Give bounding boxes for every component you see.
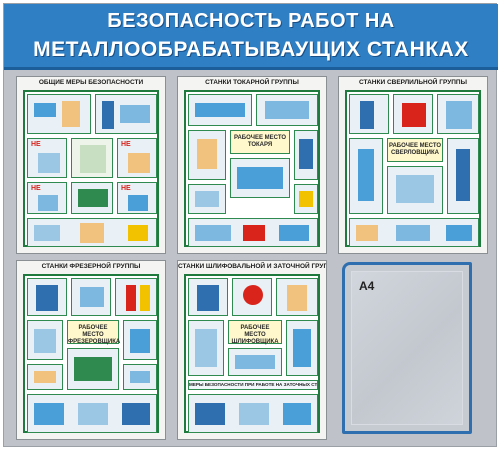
illustration-panel	[188, 94, 252, 126]
illustration-panel: НЕ	[27, 182, 67, 214]
illustration-panel	[387, 166, 443, 214]
illustration-panel	[188, 184, 226, 214]
poster-frame: РАБОЧЕЕ МЕСТО СВЕРЛОВЩИКА	[345, 90, 481, 247]
illustration-panel	[294, 130, 318, 180]
poster-frame: РАБОЧЕЕ МЕСТО ШЛИФОВЩИКА МЕРЫ БЕЗОПАСНОС…	[184, 274, 320, 433]
warning-ne-label: НЕ	[31, 141, 41, 148]
poster-label: СТАНКИ ШЛИФОВАЛЬНОЙ И ЗАТОЧНОЙ ГРУПП	[178, 263, 326, 270]
illustration-panel	[27, 218, 157, 247]
illustration-panel	[232, 278, 272, 316]
poster-label: ОБЩИЕ МЕРЫ БЕЗОПАСНОСТИ	[38, 79, 144, 86]
header-banner: БЕЗОПАСНОСТЬ РАБОТ НА МЕТАЛЛООБРАБАТЫВАУ…	[4, 4, 498, 70]
illustration-panel	[294, 184, 318, 214]
warning-ne-label: НЕ	[31, 185, 41, 192]
illustration-panel	[393, 94, 433, 134]
poster-drilling-machines: СТАНКИ СВЕРЛИЛЬНОЙ ГРУППЫ РАБОЧЕЕ МЕСТО …	[338, 76, 488, 254]
illustration-panel	[27, 364, 63, 390]
illustration-panel	[256, 94, 318, 126]
illustration-panel	[67, 348, 119, 390]
a4-document-pocket[interactable]: А4	[342, 262, 472, 434]
illustration-panel	[447, 138, 479, 214]
poster-frame: РАБОЧЕЕ МЕСТО ФРЕЗЕРОВЩИКА	[23, 274, 159, 433]
poster-milling-machines: СТАНКИ ФРЕЗЕРНОЙ ГРУППЫ РАБОЧЕЕ МЕСТО ФР…	[16, 260, 166, 440]
illustration-panel	[27, 320, 63, 360]
poster-frame: НЕ НЕ НЕ НЕ	[23, 90, 159, 247]
illustration-panel	[228, 348, 282, 376]
illustration-panel	[188, 278, 228, 316]
poster-label: СТАНКИ СВЕРЛИЛЬНОЙ ГРУППЫ	[359, 79, 467, 86]
illustration-panel	[71, 138, 113, 178]
pocket-inner	[351, 271, 463, 425]
warning-ne-label: НЕ	[121, 185, 131, 192]
poster-general-safety: ОБЩИЕ МЕРЫ БЕЗОПАСНОСТИ НЕ НЕ Н	[16, 76, 166, 254]
poster-turning-machines: СТАНКИ ТОКАРНОЙ ГРУППЫ РАБОЧЕЕ МЕСТО ТОК…	[177, 76, 327, 254]
illustration-panel	[349, 218, 479, 247]
illustration-panel: НЕ	[27, 138, 67, 178]
stand-board: БЕЗОПАСНОСТЬ РАБОТ НА МЕТАЛЛООБРАБАТЫВАУ…	[3, 3, 498, 447]
workplace-caption: РАБОЧЕЕ МЕСТО ФРЕЗЕРОВЩИКА	[67, 320, 120, 345]
illustration-panel	[286, 320, 318, 376]
page-title-line1: БЕЗОПАСНОСТЬ РАБОТ НА	[107, 10, 395, 32]
illustration-panel	[27, 278, 67, 316]
illustration-panel	[123, 320, 157, 360]
poster-label: СТАНКИ ФРЕЗЕРНОЙ ГРУППЫ	[41, 263, 141, 270]
illustration-panel	[188, 218, 318, 247]
workplace-caption: РАБОЧЕЕ МЕСТО СВЕРЛОВЩИКА	[387, 138, 443, 162]
pocket-edge	[469, 283, 472, 383]
warning-ne-label: НЕ	[121, 141, 131, 148]
workplace-caption: РАБОЧЕЕ МЕСТО ТОКАРЯ	[230, 130, 290, 154]
illustration-panel	[230, 158, 290, 198]
illustration-panel	[437, 94, 479, 134]
illustration-panel	[188, 130, 226, 180]
illustration-panel	[115, 278, 157, 316]
illustration-panel	[188, 394, 318, 433]
page-title-line2: МЕТАЛЛООБРАБАТЫВАУЩИХ СТАНКАХ	[33, 38, 469, 61]
illustration-panel: НЕ	[117, 138, 157, 178]
illustration-panel	[349, 138, 383, 214]
poster-grinding-machines: СТАНКИ ШЛИФОВАЛЬНОЙ И ЗАТОЧНОЙ ГРУПП РАБ…	[177, 260, 327, 440]
poster-frame: РАБОЧЕЕ МЕСТО ТОКАРЯ	[184, 90, 320, 247]
workplace-caption: РАБОЧЕЕ МЕСТО ШЛИФОВЩИКА	[228, 320, 282, 345]
pocket-label: А4	[359, 279, 375, 293]
poster-label: СТАНКИ ТОКАРНОЙ ГРУППЫ	[205, 79, 299, 86]
illustration-panel: НЕ	[117, 182, 157, 214]
illustration-panel	[27, 94, 91, 134]
illustration-panel	[349, 94, 389, 134]
illustration-panel	[71, 182, 113, 214]
illustration-panel	[276, 278, 318, 316]
illustration-panel	[95, 94, 157, 134]
grinding-safety-banner: МЕРЫ БЕЗОПАСНОСТИ ПРИ РАБОТЕ НА ЗАТОЧНЫХ…	[188, 380, 318, 390]
illustration-panel	[188, 320, 224, 376]
illustration-panel	[71, 278, 111, 316]
illustration-panel	[123, 364, 157, 390]
illustration-panel	[27, 394, 157, 433]
